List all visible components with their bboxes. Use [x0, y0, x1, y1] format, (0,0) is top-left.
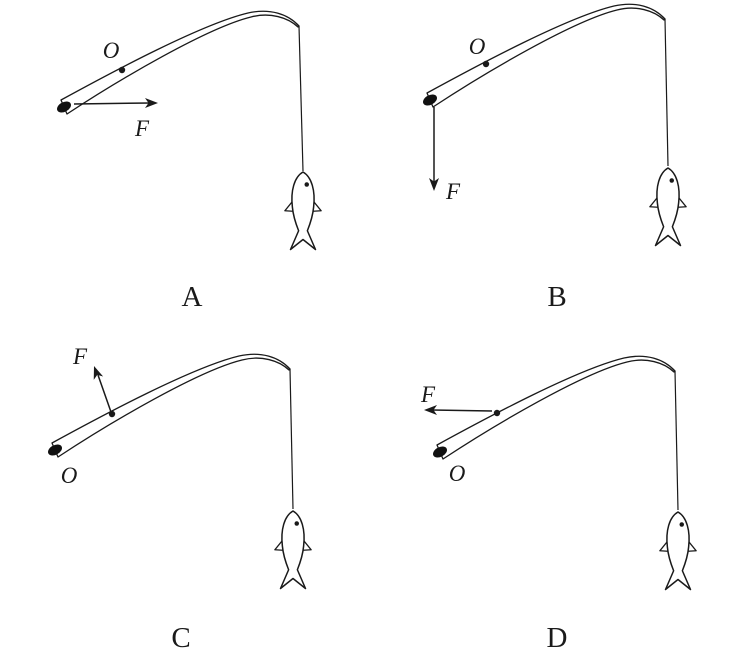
force-arrow-line: [97, 374, 112, 413]
pivot-point-dot: [482, 60, 490, 68]
force-label: F: [134, 116, 150, 141]
force-arrow-head: [89, 364, 104, 380]
fishing-line: [664, 18, 669, 167]
fishing-line: [289, 368, 294, 510]
fishing-rod: [54, 10, 300, 116]
pivot-point-dot: [493, 409, 501, 417]
fishing-rod: [430, 355, 676, 461]
fishing-line: [674, 370, 679, 511]
force-arrow-line: [73, 102, 151, 105]
fishing-rod: [45, 353, 291, 459]
fishing-line: [298, 25, 304, 172]
pivot-point-dot: [108, 410, 116, 418]
option-label: B: [547, 281, 566, 313]
option-label: D: [547, 622, 568, 654]
fish: [274, 510, 312, 590]
option-label: C: [171, 622, 190, 654]
option-B-panel: O F B: [420, 3, 687, 313]
fishing-rod: [420, 3, 666, 109]
force-arrow: [73, 98, 158, 108]
force-label: F: [420, 382, 436, 407]
force-label: F: [445, 179, 461, 204]
fish: [649, 167, 687, 247]
pivot-label: O: [469, 34, 486, 59]
pivot-label: O: [103, 38, 120, 63]
option-C-panel: O F C: [45, 344, 312, 654]
fish: [659, 511, 697, 591]
force-arrow: [424, 405, 493, 415]
force-label: F: [72, 344, 88, 369]
pivot-label: O: [61, 463, 78, 488]
pivot-label: O: [449, 461, 466, 486]
option-D-panel: O F D: [420, 355, 697, 654]
option-A-panel: O F A: [54, 10, 322, 313]
fish: [284, 171, 322, 251]
pivot-point-dot: [118, 66, 126, 74]
force-arrow: [89, 364, 112, 413]
option-label: A: [182, 281, 203, 313]
force-arrow: [429, 107, 439, 191]
force-arrow-line: [431, 409, 493, 412]
